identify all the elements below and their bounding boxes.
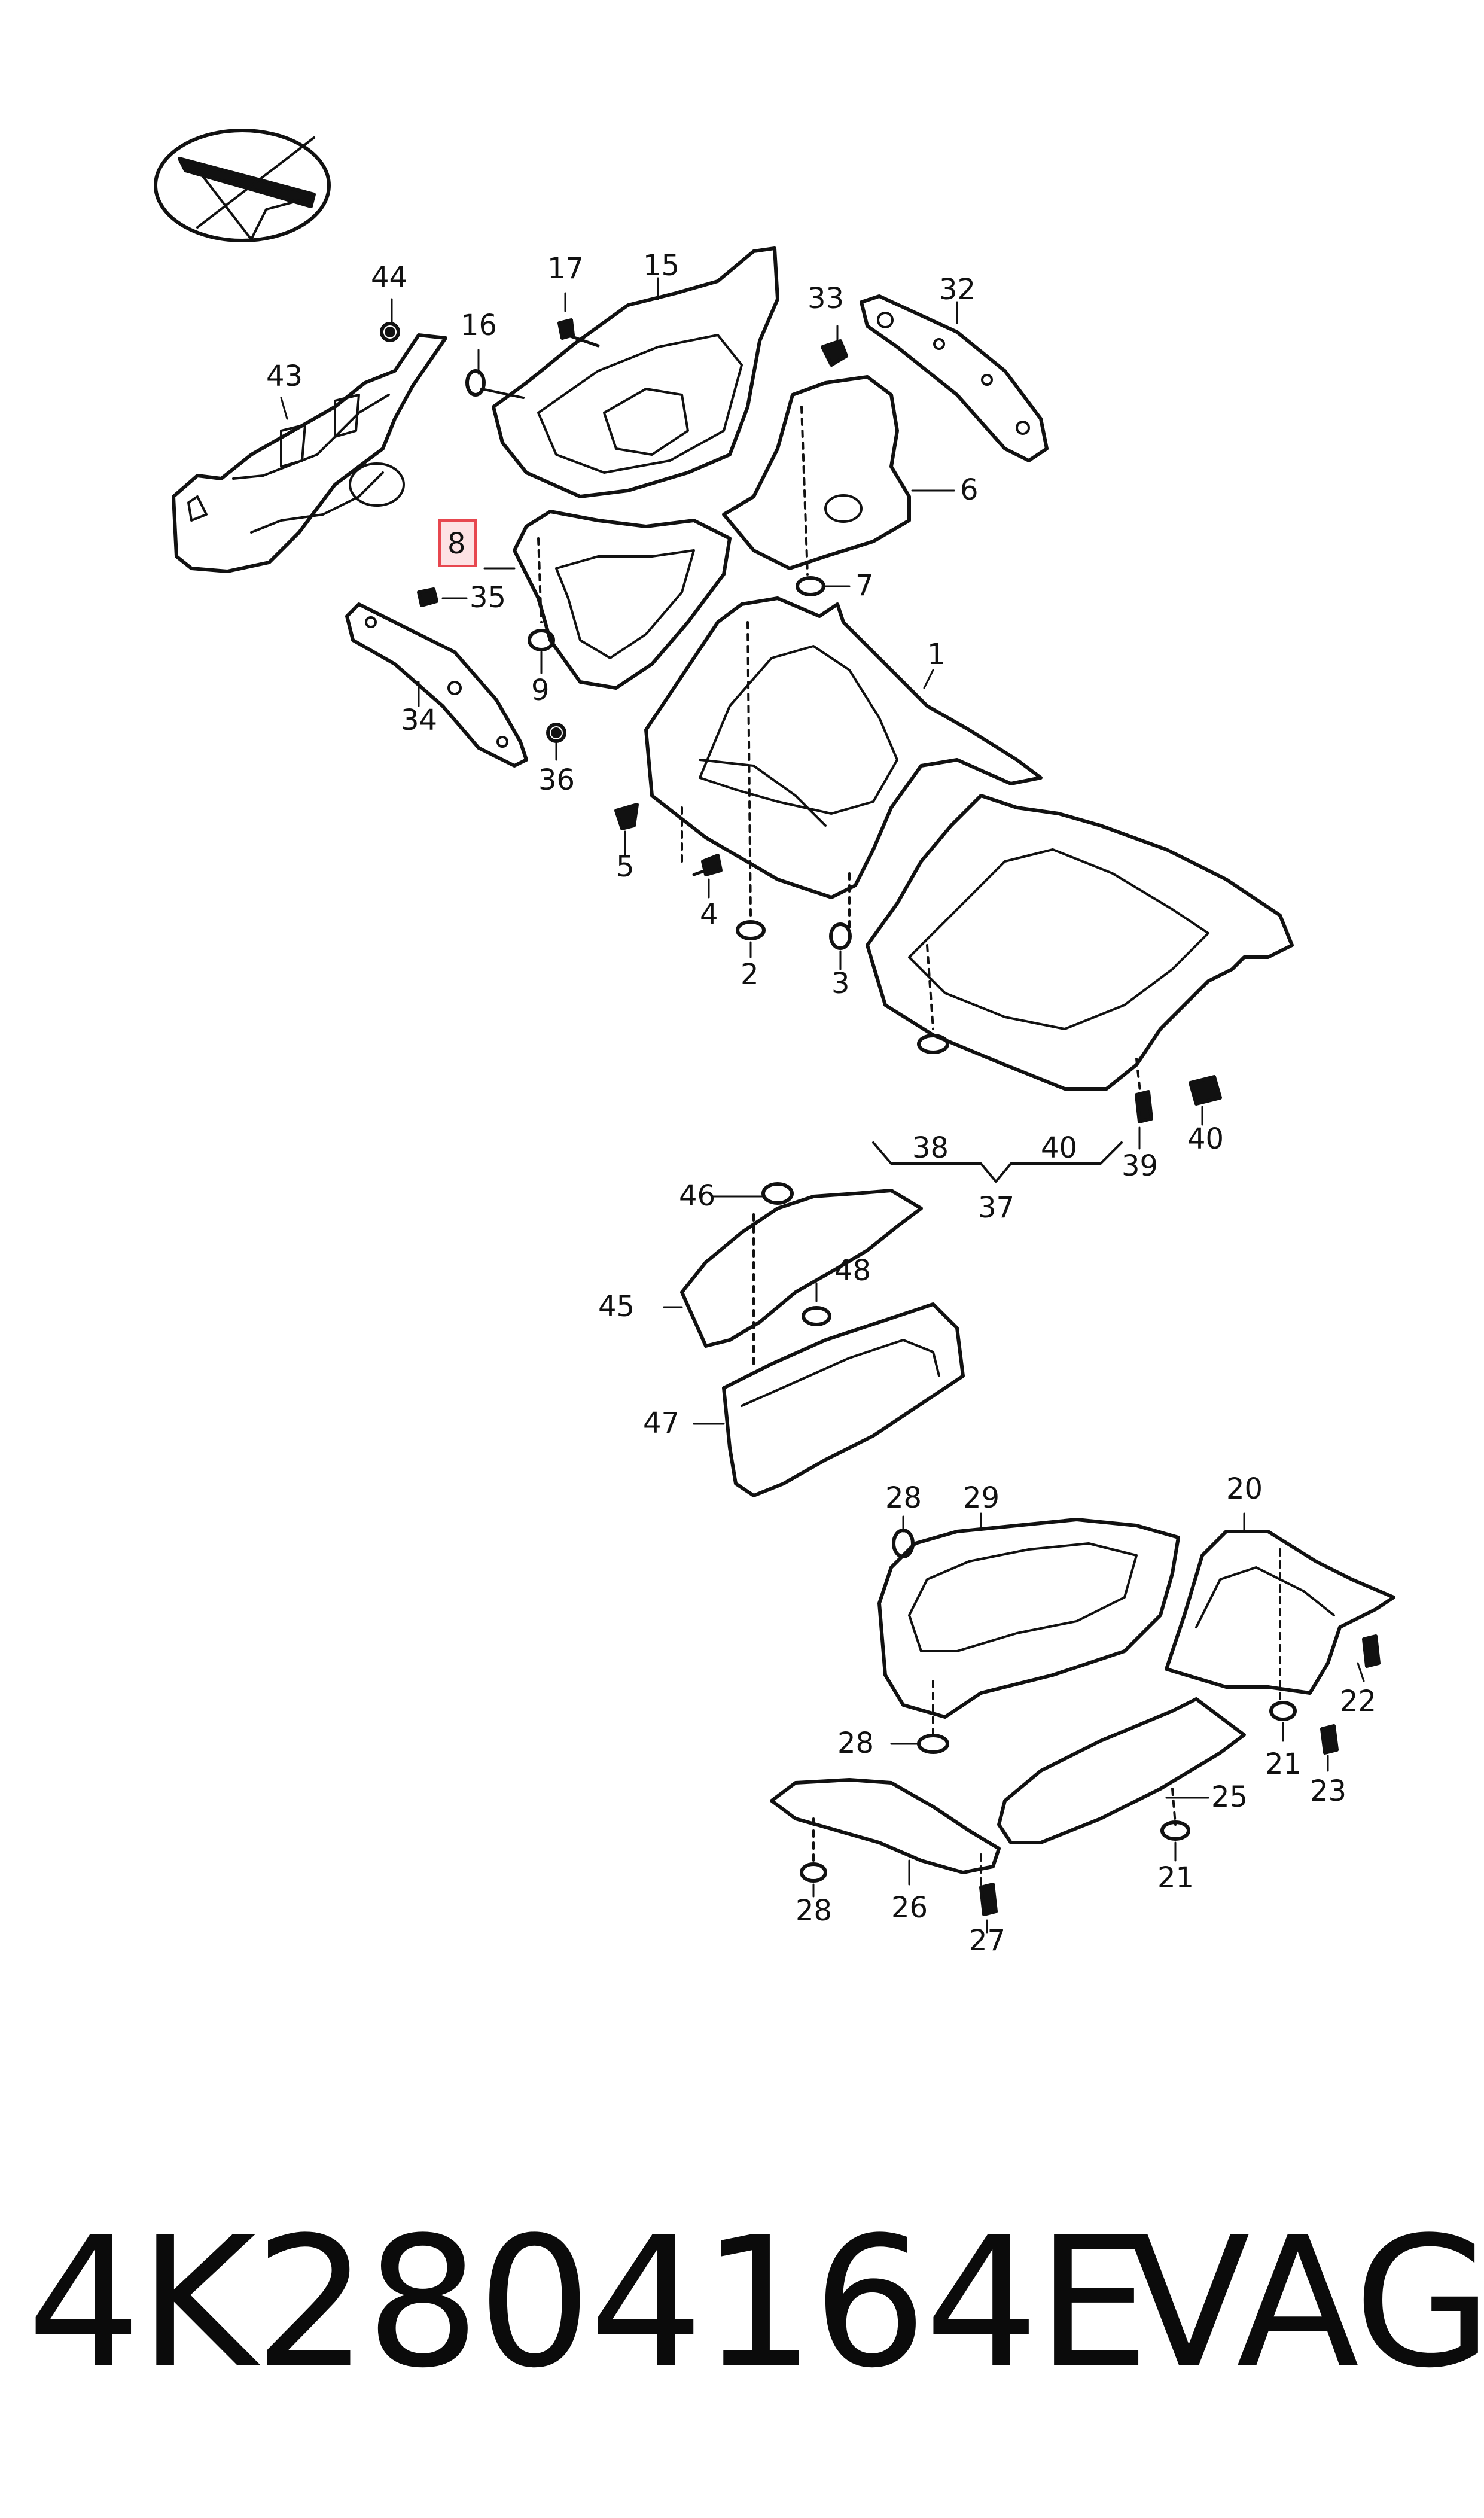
callout-1: 1 <box>927 638 946 671</box>
callout-5: 5 <box>616 850 635 884</box>
part-number: 4K2804164E <box>27 2199 1150 2407</box>
callout-23: 23 <box>1310 1774 1346 1808</box>
clip-35-icon <box>417 587 438 607</box>
nut-28-icon <box>892 1529 915 1558</box>
callout-45: 45 <box>598 1290 635 1323</box>
callout-28a: 28 <box>885 1481 922 1515</box>
callout-26: 26 <box>891 1891 928 1925</box>
washer-2-icon <box>736 920 766 940</box>
callout-28b: 28 <box>837 1727 874 1760</box>
heat-shield-45 <box>680 1189 923 1365</box>
heat-shield-6 <box>722 375 911 576</box>
washer-48-icon <box>802 1306 831 1326</box>
callout-17: 17 <box>547 252 584 285</box>
heat-shield-47 <box>722 1302 965 1497</box>
callout-6: 6 <box>960 473 979 507</box>
callout-7: 7 <box>855 569 874 602</box>
callout-47: 47 <box>643 1406 679 1440</box>
callout-38: 38 <box>912 1131 949 1165</box>
nut-21-icon <box>1269 1701 1297 1721</box>
heat-shield-20 <box>1165 1530 1395 1700</box>
washer-7-icon <box>796 576 825 596</box>
bolt-17-icon <box>557 318 600 348</box>
callout-21a: 21 <box>1265 1747 1302 1781</box>
callout-28c: 28 <box>796 1894 832 1928</box>
heat-shield-26 <box>770 1778 1001 1886</box>
clip-33-icon <box>821 339 848 367</box>
heat-shield-1 <box>644 596 1043 934</box>
callout-36: 36 <box>538 763 575 797</box>
callout-40a: 40 <box>1041 1131 1077 1165</box>
heat-shield-43 <box>172 333 447 573</box>
callout-22: 22 <box>1340 1685 1376 1718</box>
highlight-box-8 <box>438 519 477 567</box>
callout-44: 44 <box>371 261 407 294</box>
bracket-34 <box>345 602 528 768</box>
clip-40-icon <box>1189 1075 1222 1106</box>
orientation-icon <box>154 129 331 242</box>
washer-28-bottom-icon <box>800 1862 827 1883</box>
callout-21b: 21 <box>1157 1861 1194 1895</box>
fastener-44-icon <box>380 322 400 342</box>
callout-20: 20 <box>1226 1472 1263 1506</box>
callout-4: 4 <box>700 898 718 931</box>
callout-15: 15 <box>643 249 679 282</box>
bolt-39-icon <box>1135 1090 1153 1123</box>
nut-36-icon <box>546 723 566 743</box>
nut-21-lower-icon <box>1160 1820 1190 1841</box>
washer-9-icon <box>528 629 555 651</box>
bolt-23-icon <box>1320 1724 1339 1755</box>
callout-37: 37 <box>978 1191 1014 1225</box>
washer-16-icon <box>465 369 525 399</box>
callout-29: 29 <box>963 1481 1000 1515</box>
washer-28-lower-icon <box>917 1734 949 1754</box>
callout-25: 25 <box>1211 1780 1248 1814</box>
callout-27: 27 <box>969 1924 1005 1957</box>
washer-46-icon <box>761 1182 794 1205</box>
heat-shield-25 <box>997 1697 1246 1844</box>
bracket-32 <box>860 294 1049 462</box>
bolt-22-icon <box>1362 1634 1381 1668</box>
screw-4-icon <box>692 854 723 876</box>
heat-shield-29 <box>877 1518 1180 1736</box>
callout-32: 32 <box>939 273 976 306</box>
callout-2: 2 <box>741 958 759 991</box>
bracket-37-group <box>872 1141 1123 1183</box>
callout-40b: 40 <box>1187 1122 1224 1156</box>
callout-48: 48 <box>834 1254 871 1287</box>
callout-3: 3 <box>831 967 850 1000</box>
callout-35: 35 <box>470 581 506 614</box>
washer-38-icon <box>917 1034 949 1054</box>
bolt-27-icon <box>979 1883 998 1916</box>
brand-label: VAG <box>1128 2199 1484 2407</box>
callout-39: 39 <box>1122 1149 1158 1183</box>
callout-34: 34 <box>401 704 437 737</box>
callout-46: 46 <box>679 1179 715 1213</box>
heat-shield-8 <box>513 510 732 690</box>
clip-5-icon <box>614 803 639 830</box>
callout-33: 33 <box>807 282 844 315</box>
callout-16: 16 <box>461 309 497 342</box>
heat-shield-15 <box>492 246 779 498</box>
callout-8: 8 <box>447 527 466 561</box>
heat-shield-37 <box>866 794 1294 1114</box>
callout-9: 9 <box>531 674 550 707</box>
callout-43: 43 <box>266 360 303 393</box>
washer-3-icon <box>829 922 852 950</box>
